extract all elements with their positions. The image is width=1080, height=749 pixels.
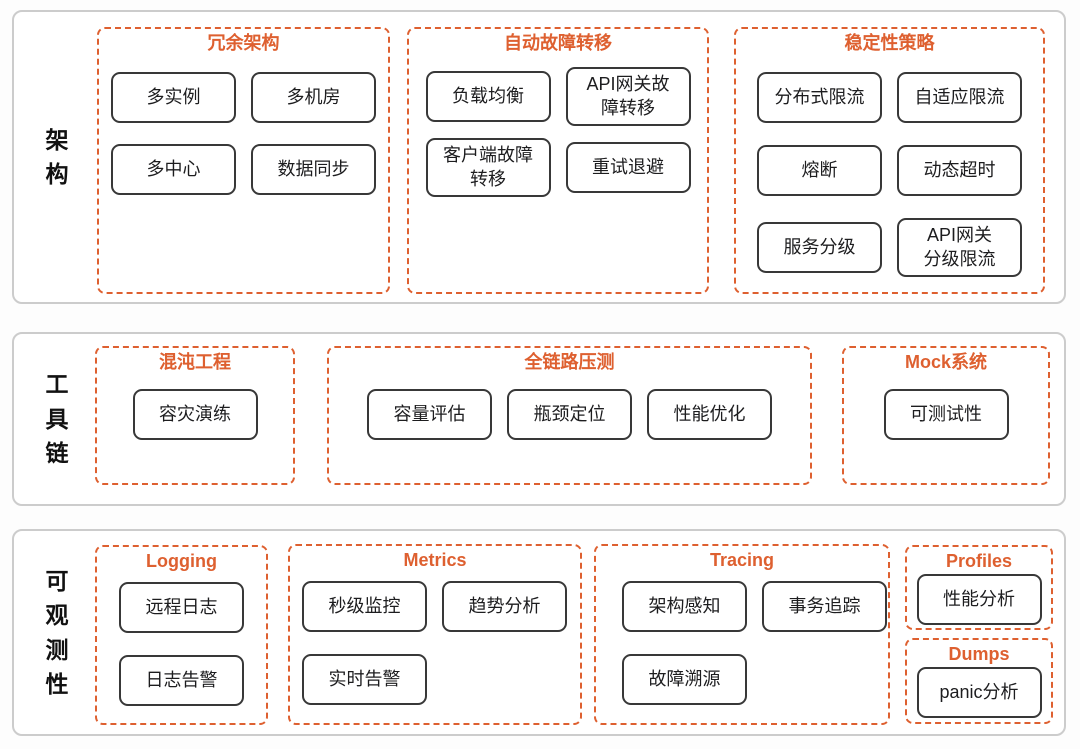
box-capacity-evaluation: 容量评估 [367,389,492,441]
section-architecture-label: 架构 [14,12,100,302]
section-toolchain-label: 工具链 [14,334,100,504]
group-logging: Logging 远程日志 日志告警 [95,545,268,725]
box-data-sync: 数据同步 [251,144,376,196]
box-disaster-recovery-drill: 容灾演练 [132,389,258,441]
box-log-alerting: 日志告警 [119,655,244,707]
group-metrics: Metrics 秒级监控 趋势分析 实时告警 [288,544,582,725]
group-tracing: Tracing 架构感知 事务追踪 故障溯源 [594,544,890,725]
box-trend-analysis: 趋势分析 [442,581,567,633]
box-multi-idc: 多机房 [251,72,376,124]
box-architecture-awareness: 架构感知 [622,581,747,633]
group-profiles: Profiles 性能分析 [905,545,1053,630]
box-dynamic-timeout: 动态超时 [897,145,1022,197]
box-bottleneck-locating: 瓶颈定位 [507,389,632,441]
box-distributed-rate-limit: 分布式限流 [757,72,882,124]
group-title: 全链路压测 [524,352,615,372]
box-testability: 可测试性 [883,389,1009,441]
section-toolchain: 工具链 混沌工程 容灾演练 全链路压测 容量评估 瓶颈定位 性能优化 Mock系… [12,332,1066,506]
section-observability-label: 可观测性 [14,531,100,734]
group-auto-failover: 自动故障转移 负载均衡 API网关故 障转移 客户端故障 转移 重试退避 [407,27,709,294]
box-adaptive-rate-limit: 自适应限流 [897,72,1022,124]
box-retry-backoff: 重试退避 [565,142,691,194]
group-title: Logging [146,551,217,571]
group-title: Mock系统 [904,352,987,372]
group-redundant-architecture: 冗余架构 多实例 多机房 多中心 数据同步 [97,27,390,294]
box-api-gateway-tiered-limit: API网关 分级限流 [897,218,1022,278]
group-title: 稳定性策略 [844,33,935,53]
box-api-gateway-failover: API网关故 障转移 [565,67,691,127]
box-multi-instance: 多实例 [111,72,236,124]
box-service-grading: 服务分级 [757,222,882,274]
box-second-level-monitoring: 秒级监控 [302,581,427,633]
group-title: Metrics [403,550,467,570]
box-circuit-breaker: 熔断 [757,145,882,197]
group-title: 冗余架构 [207,33,280,53]
box-panic-analysis: panic分析 [916,667,1042,719]
group-title: Tracing [709,550,775,570]
group-dumps: Dumps panic分析 [905,638,1053,724]
group-stability-strategy: 稳定性策略 分布式限流 自适应限流 熔断 动态超时 服务分级 API网关 分级限… [734,27,1045,294]
section-architecture: 架构 冗余架构 多实例 多机房 多中心 数据同步 自动故障转移 负载均衡 API [12,10,1066,304]
section-observability: 可观测性 Logging 远程日志 日志告警 Metrics 秒级监控 趋势分析 [12,529,1066,736]
box-performance-profiling: 性能分析 [916,574,1042,626]
group-chaos-engineering: 混沌工程 容灾演练 [95,346,295,485]
group-title: Dumps [948,644,1010,664]
group-title: 混沌工程 [159,352,231,372]
box-client-failover: 客户端故障 转移 [425,138,551,197]
group-title: Profiles [945,551,1013,571]
box-transaction-tracing: 事务追踪 [762,581,887,633]
box-realtime-alerting: 实时告警 [302,654,427,706]
box-load-balancing: 负载均衡 [425,71,551,123]
group-title: 自动故障转移 [504,33,612,53]
box-fault-tracing: 故障溯源 [622,654,747,706]
group-mock-system: Mock系统 可测试性 [842,346,1050,485]
group-full-link-stress-test: 全链路压测 容量评估 瓶颈定位 性能优化 [327,346,812,485]
section-label-text: 可观测性 [45,567,69,698]
box-remote-logging: 远程日志 [119,582,244,634]
box-performance-optimization: 性能优化 [647,389,772,441]
section-label-text: 工具链 [45,371,69,467]
section-label-text: 架构 [45,126,69,188]
box-multi-center: 多中心 [111,144,236,196]
